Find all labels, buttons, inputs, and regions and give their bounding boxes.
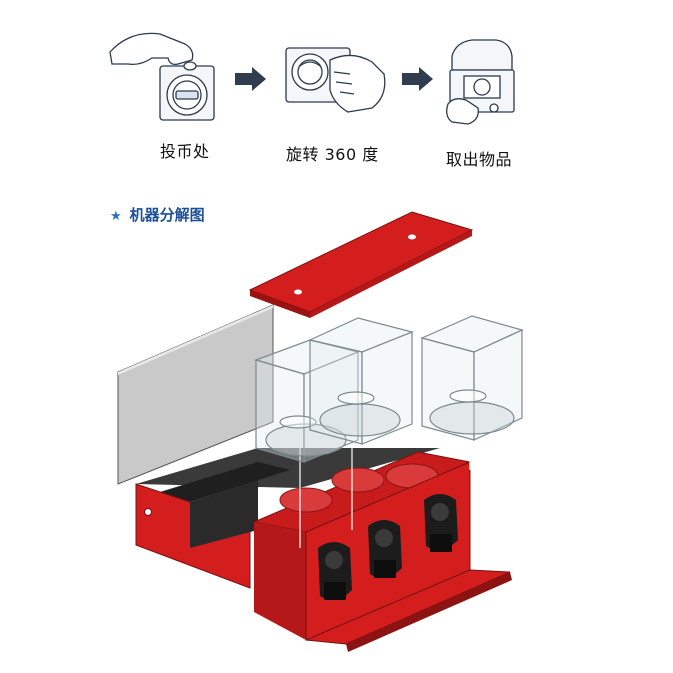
machine-exploded-view (117, 211, 524, 652)
back-panel (117, 304, 274, 485)
knob-1 (318, 542, 352, 600)
take-item-hand-icon (446, 39, 515, 125)
knob-2 (368, 520, 402, 578)
top-lid (248, 211, 474, 318)
arrow-right-icon (402, 67, 433, 91)
star-icon: ★ (110, 209, 122, 224)
canister-1 (254, 339, 360, 463)
front-body (252, 451, 512, 652)
step-label-take-item: 取出物品 (446, 150, 513, 169)
section-heading: ★ 机器分解图 (110, 204, 205, 225)
canister-2 (308, 317, 414, 445)
rotate-knob-hand-icon (285, 47, 386, 113)
section-title: 机器分解图 (129, 206, 205, 224)
step-label-insert-coin: 投币处 (160, 142, 210, 161)
base-tray (135, 448, 440, 589)
step-label-rotate: 旋转 360 度 (286, 145, 379, 164)
insert-coin-hand-icon (109, 32, 215, 121)
canister-3 (420, 315, 524, 441)
arrow-right-icon (235, 67, 266, 91)
guide-lines (299, 400, 471, 548)
knob-3 (424, 494, 458, 552)
